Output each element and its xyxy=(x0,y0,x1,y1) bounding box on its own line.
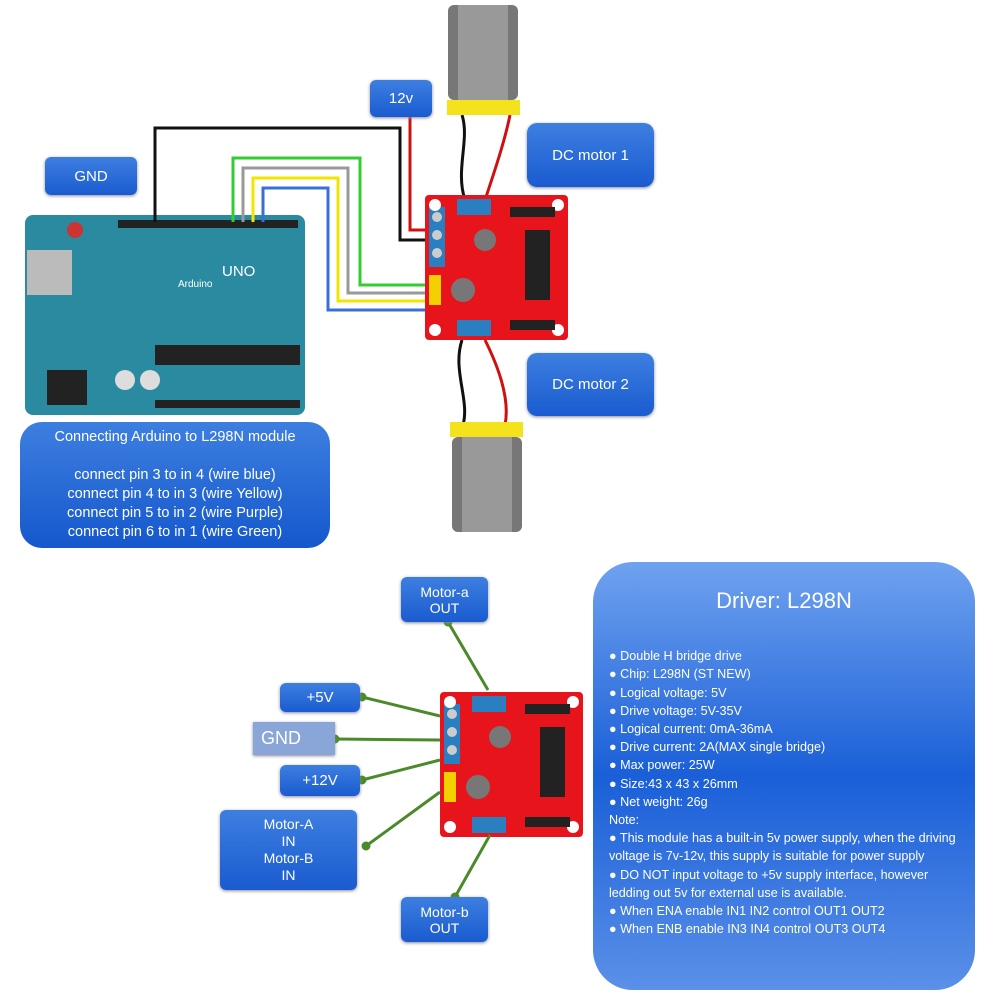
pin-arrows xyxy=(330,617,492,902)
info-title: Connecting Arduino to L298N module xyxy=(54,429,296,445)
spec-item: Double H bridge drive xyxy=(609,647,961,665)
info-line: connect pin 5 to in 2 (wire Purple) xyxy=(67,505,283,521)
uno-logo: UNO xyxy=(222,263,255,280)
note-item: DO NOT input voltage to +5v supply inter… xyxy=(609,866,961,902)
spec-item: Max power: 25W xyxy=(609,756,961,774)
spec-item: Chip: L298N (ST NEW) xyxy=(609,665,961,683)
spec-item: Logical voltage: 5V xyxy=(609,684,961,702)
spec-item: Logical current: 0mA-36mA xyxy=(609,720,961,738)
arduino-uno-board: Arduino UNO xyxy=(25,215,305,415)
info-line: connect pin 6 to in 1 (wire Green) xyxy=(67,524,283,540)
gnd-label: GND xyxy=(45,157,137,195)
wires xyxy=(153,114,512,426)
label-line: Motor-B xyxy=(263,850,314,866)
info-line: connect pin 4 to in 3 (wire Yellow) xyxy=(67,486,283,502)
spec-item: Size:43 x 43 x 26mm xyxy=(609,775,961,793)
note-item: This module has a built-in 5v power supp… xyxy=(609,829,961,865)
connection-info-box: Connecting Arduino to L298N module conne… xyxy=(20,422,330,548)
dc-motor-1-label: DC motor 1 xyxy=(527,123,654,187)
label-line: IN xyxy=(281,833,296,849)
info-line: connect pin 3 to in 4 (wire blue) xyxy=(74,467,276,483)
l298n-module-top xyxy=(425,195,568,340)
spec-item: Net weight: 26g xyxy=(609,793,961,811)
plus12v-label: +12V xyxy=(280,765,360,796)
dc-motor-2-label: DC motor 2 xyxy=(527,353,654,416)
spec-item: Drive voltage: 5V-35V xyxy=(609,702,961,720)
label-line: Motor-A xyxy=(263,816,314,832)
spec-item: Drive current: 2A(MAX single bridge) xyxy=(609,738,961,756)
l298n-module-bottom xyxy=(440,692,583,837)
dc-motor-1-image xyxy=(447,5,520,115)
label-line: IN xyxy=(281,867,296,883)
gnd-pin-label: GND xyxy=(253,722,335,755)
label-line: Motor-a xyxy=(420,583,469,600)
plus5v-label: +5V xyxy=(280,683,360,712)
spec-list: Double H bridge drive Chip: L298N (ST NE… xyxy=(593,647,975,938)
label-line: Motor-b xyxy=(420,903,469,920)
dc-motor-2-image xyxy=(450,422,523,532)
label-line: OUT xyxy=(429,919,460,936)
driver-title: Driver: L298N xyxy=(716,588,852,613)
12v-label: 12v xyxy=(370,80,432,117)
note-item: When ENA enable IN1 IN2 control OUT1 OUT… xyxy=(609,902,961,920)
arduino-brand: Arduino xyxy=(178,279,213,290)
label-line: OUT xyxy=(429,599,460,616)
driver-spec-box: Driver: L298N Double H bridge drive Chip… xyxy=(593,562,975,990)
note-label: Note: xyxy=(609,813,640,828)
note-item: When ENB enable IN3 IN4 control OUT3 OUT… xyxy=(609,920,961,938)
